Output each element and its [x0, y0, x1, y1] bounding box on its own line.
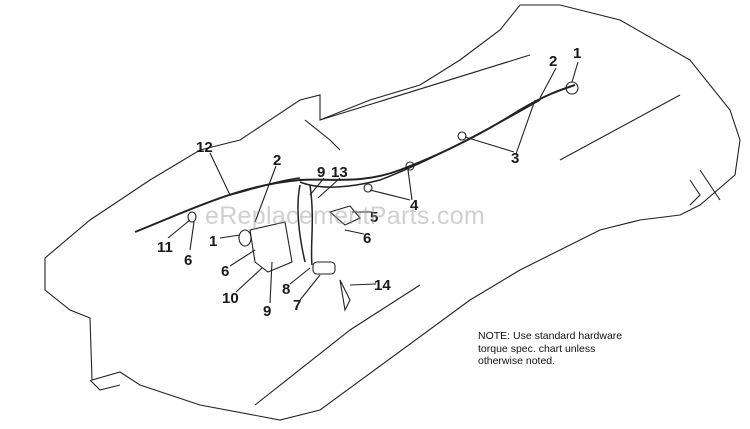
callout-13: 13 [331, 164, 348, 181]
callout-8: 8 [282, 281, 290, 298]
callout-9: 9 [317, 164, 325, 181]
callout-6: 6 [363, 230, 371, 247]
callout-2b: 2 [273, 152, 281, 169]
callout-4: 4 [410, 197, 419, 214]
callout-11: 11 [157, 239, 173, 256]
callout-3: 3 [511, 150, 519, 167]
callout-14: 14 [374, 277, 391, 294]
callout-9b: 9 [263, 303, 271, 320]
cable [134, 84, 576, 233]
callout-6b: 6 [184, 252, 192, 269]
torque-note: NOTE: Use standard hardware torque spec.… [478, 330, 623, 367]
callout-1b: 1 [209, 233, 217, 250]
callout-10: 10 [222, 290, 239, 307]
bracket [249, 221, 293, 273]
callout-7: 7 [293, 297, 301, 314]
watermark: eReplacementParts.com [205, 202, 486, 230]
callout-2: 2 [549, 53, 557, 70]
callout-1: 1 [573, 45, 581, 62]
frame-outline [44, 4, 741, 421]
callout-12: 12 [196, 139, 213, 156]
callout-5: 5 [370, 209, 378, 226]
callout-6c: 6 [221, 263, 229, 280]
